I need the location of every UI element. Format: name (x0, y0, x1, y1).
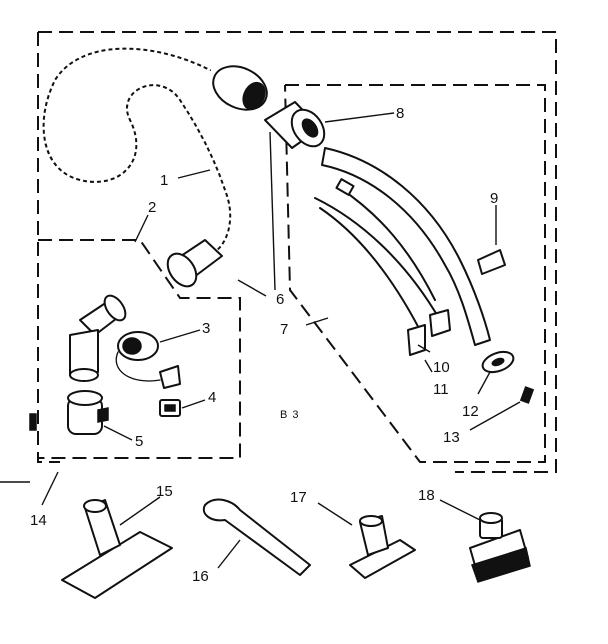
part-label-11: 11 (433, 381, 449, 398)
outer-kit-boundary (37, 31, 557, 473)
upholstery-tool-part (349, 515, 416, 579)
part-label-17: 17 (290, 489, 307, 506)
hose-part (39, 44, 268, 288)
crevice-tool-part (202, 498, 311, 576)
screw-part (519, 386, 535, 404)
part-label-18: 18 (418, 487, 435, 504)
diagram-reference-code: B 3 (280, 409, 300, 421)
part-label-7: 7 (280, 321, 288, 338)
canister-connector-part (67, 390, 109, 435)
latch-part (477, 249, 506, 275)
dusting-brush-part (469, 512, 531, 583)
part-label-6: 6 (276, 291, 284, 308)
part-label-8: 8 (396, 105, 404, 122)
part-label-3: 3 (202, 320, 210, 337)
curved-wand-part (321, 147, 491, 346)
part-label-5: 5 (135, 433, 143, 450)
floor-nozzle-part (61, 499, 173, 599)
part-label-15: 15 (156, 483, 173, 500)
side-tab (29, 413, 37, 431)
part-label-13: 13 (443, 429, 460, 446)
part-label-1: 1 (160, 172, 168, 189)
attachment-group-boundary (38, 239, 241, 459)
part-label-2: 2 (148, 199, 156, 216)
plug-assembly-part (115, 331, 181, 389)
part-label-4: 4 (208, 389, 216, 406)
coupler-part (264, 101, 326, 149)
wiring-harness-part (314, 178, 451, 356)
part-label-16: 16 (192, 568, 209, 585)
swivel-elbow-part (69, 294, 127, 382)
part-label-12: 12 (462, 403, 479, 420)
part-label-9: 9 (490, 190, 498, 207)
part-label-14: 14 (30, 512, 47, 529)
wand-group-boundary (284, 84, 546, 463)
part-label-10: 10 (433, 359, 450, 376)
